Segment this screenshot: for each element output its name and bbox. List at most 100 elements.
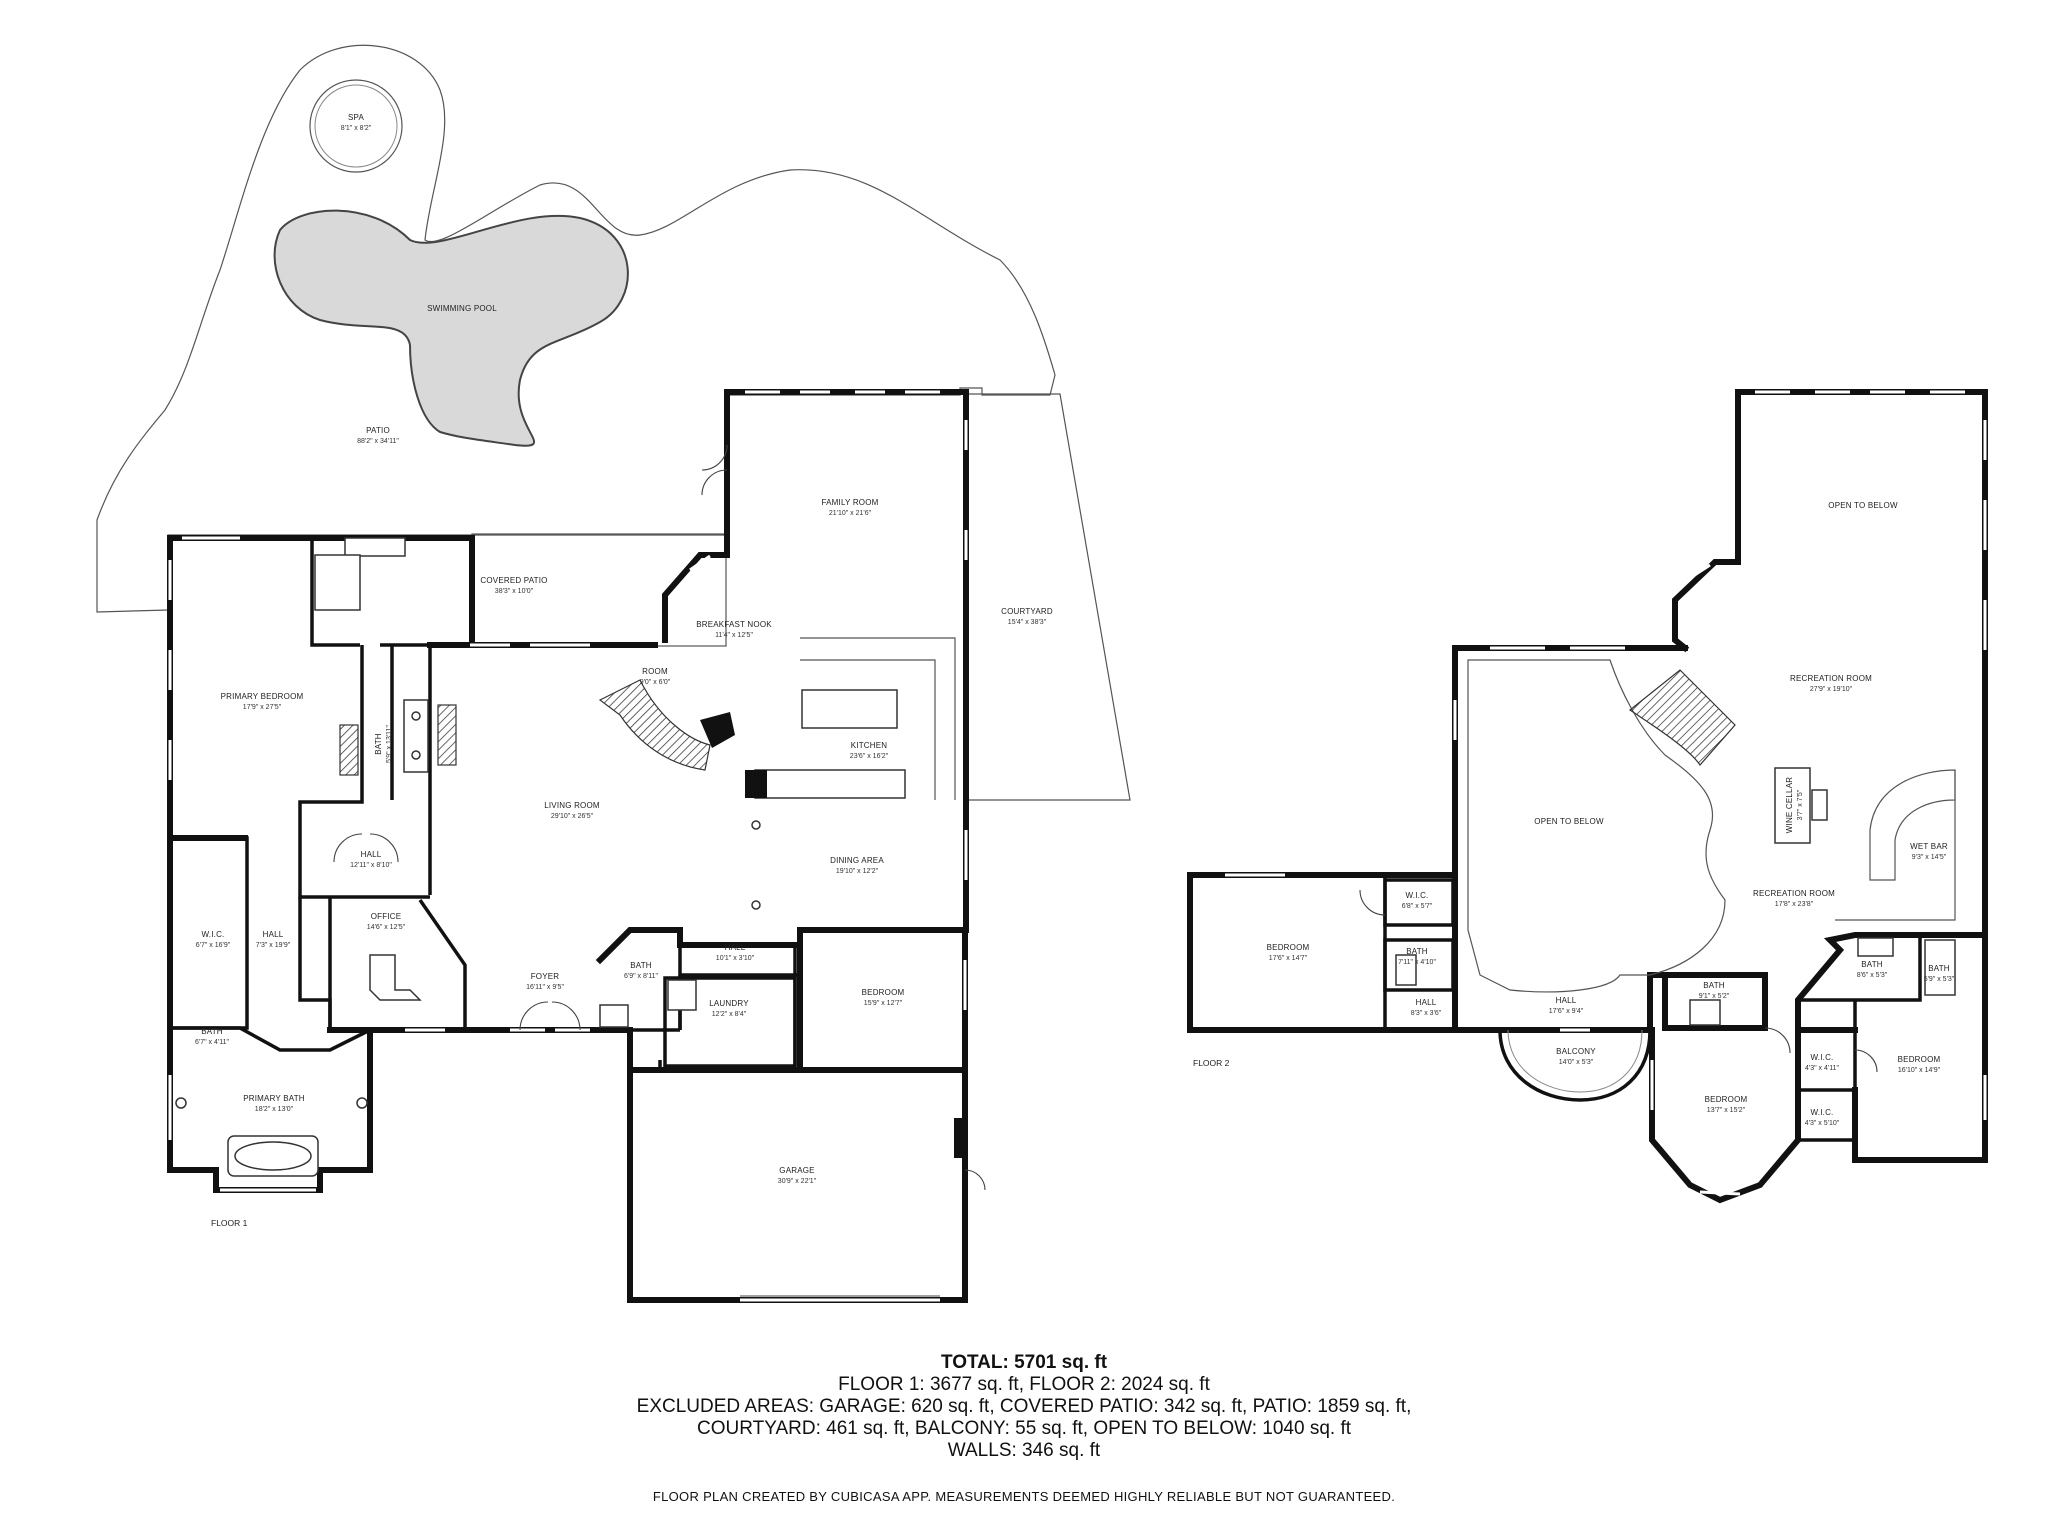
label-floor-1: FLOOR 1 xyxy=(211,1218,248,1228)
dim-balcony: 14'0" x 5'3" xyxy=(1559,1059,1594,1066)
floor1-fixtures xyxy=(175,444,986,1191)
dim-hall-3: 10'1" x 3'10" xyxy=(716,955,755,962)
label-room: ROOM xyxy=(642,667,668,676)
dim-bath-2: 6'9" x 8'11" xyxy=(624,973,658,980)
label-laundry: LAUNDRY xyxy=(709,999,749,1008)
label-hall-1: HALL xyxy=(361,850,382,859)
label-foyer: FOYER xyxy=(531,972,560,981)
disclaimer: FLOOR PLAN CREATED BY CUBICASA APP. MEAS… xyxy=(652,1489,1396,1504)
dim-room: 9'0" x 6'0" xyxy=(640,679,671,686)
label-hall-3: HALL xyxy=(725,943,746,952)
dim-hall-5: 17'6" x 9'4" xyxy=(1549,1008,1584,1015)
label-bath-2: BATH xyxy=(630,961,652,970)
label-garage: GARAGE xyxy=(779,1166,814,1175)
label-swimming-pool: SWIMMING POOL xyxy=(427,304,497,313)
label-primary-bedroom: PRIMARY BEDROOM xyxy=(221,692,304,701)
dim-wic-4: 4'3" x 5'10" xyxy=(1805,1120,1840,1127)
label-wet-bar: WET BAR xyxy=(1910,842,1948,851)
label-living-room: LIVING ROOM xyxy=(544,801,600,810)
dim-bath-1: 5'9" x 13'11" xyxy=(386,725,393,763)
label-floor-2: FLOOR 2 xyxy=(1193,1058,1230,1068)
dim-laundry: 12'2" x 8'4" xyxy=(712,1011,747,1018)
label-bedroom-1: BEDROOM xyxy=(862,988,905,997)
label-hall-2: HALL xyxy=(263,930,284,939)
dim-wic-1: 6'7" x 16'9" xyxy=(196,942,231,949)
dim-living-room: 29'10" x 26'5" xyxy=(551,813,594,820)
label-bath-3: BATH xyxy=(201,1027,223,1036)
dim-primary-bath: 18'2" x 13'0" xyxy=(255,1106,294,1113)
dim-hall-1: 12'11" x 8'10" xyxy=(350,862,392,869)
dim-office: 14'6" x 12'5" xyxy=(367,924,406,931)
dim-patio: 88'2" x 34'11" xyxy=(357,438,399,445)
label-primary-bath: PRIMARY BATH xyxy=(243,1094,305,1103)
outdoor-area xyxy=(96,44,1131,801)
dim-hall-4: 8'3" x 3'6" xyxy=(1411,1010,1442,1017)
floor-areas: FLOOR 1: 3677 sq. ft, FLOOR 2: 2024 sq. … xyxy=(838,1374,1210,1395)
label-open-to-below-2: OPEN TO BELOW xyxy=(1534,817,1604,826)
dim-covered-patio: 38'3" x 10'0" xyxy=(495,588,534,595)
dim-foyer: 16'11" x 9'5" xyxy=(526,984,564,991)
label-bath-4: BATH xyxy=(1406,947,1428,956)
label-hall-4: HALL xyxy=(1416,998,1437,1007)
walls-area: WALLS: 346 sq. ft xyxy=(947,1440,1101,1461)
area-summary: TOTAL: 5701 sq. ft FLOOR 1: 3677 sq. ft,… xyxy=(0,1352,2048,1462)
label-bath-7: BATH xyxy=(1703,981,1725,990)
label-bedroom-3: BEDROOM xyxy=(1898,1055,1941,1064)
label-office: OFFICE xyxy=(371,912,402,921)
dim-wic-3: 4'3" x 4'11" xyxy=(1805,1065,1839,1072)
label-open-to-below-1: OPEN TO BELOW xyxy=(1828,501,1898,510)
dim-bedroom-2: 17'6" x 14'7" xyxy=(1269,955,1308,962)
dim-wine-cellar: 3'7" x 7'5" xyxy=(1797,789,1804,820)
dim-bath-3: 6'7" x 4'11" xyxy=(195,1039,229,1046)
label-breakfast-nook: BREAKFAST NOOK xyxy=(696,620,772,629)
label-balcony: BALCONY xyxy=(1556,1047,1596,1056)
dim-wet-bar: 9'3" x 14'5" xyxy=(1912,854,1947,861)
courtyard-outline xyxy=(965,393,1131,801)
patio-boundary xyxy=(96,44,1056,613)
dim-wic-2: 6'8" x 5'7" xyxy=(1402,903,1433,910)
dim-family-room: 21'10" x 21'6" xyxy=(829,510,872,517)
label-kitchen: KITCHEN xyxy=(851,741,888,750)
dim-spa: 8'1" x 8'2" xyxy=(341,125,372,132)
excluded-areas-2: COURTYARD: 461 sq. ft, BALCONY: 55 sq. f… xyxy=(697,1418,1351,1439)
label-bath-1: BATH xyxy=(374,733,383,755)
label-bedroom-4: BEDROOM xyxy=(1705,1095,1748,1104)
spa-outline xyxy=(309,79,403,173)
label-family-room: FAMILY ROOM xyxy=(821,498,878,507)
label-dining-area: DINING AREA xyxy=(830,856,884,865)
label-wine-cellar: WINE CELLAR xyxy=(1785,777,1794,833)
dim-bedroom-1: 15'9" x 12'7" xyxy=(864,1000,903,1007)
dim-kitchen: 23'6" x 16'2" xyxy=(850,753,889,760)
dim-primary-bedroom: 17'9" x 27'5" xyxy=(243,704,282,711)
dim-courtyard: 15'4" x 38'3" xyxy=(1008,619,1047,626)
excluded-areas-1: EXCLUDED AREAS: GARAGE: 620 sq. ft, COVE… xyxy=(636,1396,1412,1417)
label-bath-6: BATH xyxy=(1928,964,1950,973)
dim-breakfast-nook: 11'4" x 12'5" xyxy=(715,632,753,639)
label-covered-patio: COVERED PATIO xyxy=(480,576,547,585)
label-wic-1: W.I.C. xyxy=(202,930,225,939)
total-area: TOTAL: 5701 sq. ft xyxy=(940,1352,1108,1373)
swimming-pool xyxy=(273,209,629,447)
floor2-walls xyxy=(1187,389,1988,1204)
label-wic-3: W.I.C. xyxy=(1811,1053,1834,1062)
dim-bath-4: 7'11" x 4'10" xyxy=(1398,959,1436,966)
dim-dining-area: 19'10" x 12'2" xyxy=(836,868,879,875)
label-patio: PATIO xyxy=(366,426,390,435)
dim-garage: 30'9" x 22'1" xyxy=(778,1178,817,1185)
label-recreation-room-2: RECREATION ROOM xyxy=(1753,889,1835,898)
dim-bedroom-4: 13'7" x 15'2" xyxy=(1707,1107,1746,1114)
dim-bath-6: 5'9" x 5'3" xyxy=(1924,976,1955,983)
floor1-walls xyxy=(167,389,969,1303)
label-hall-5: HALL xyxy=(1556,996,1577,1005)
label-bath-5: BATH xyxy=(1861,960,1883,969)
dim-hall-2: 7'3" x 19'9" xyxy=(256,942,291,949)
dim-bedroom-3: 16'10" x 14'9" xyxy=(1898,1067,1941,1074)
dim-recreation-room-2: 17'8" x 23'8" xyxy=(1775,901,1814,908)
room-labels: SPA 8'1" x 8'2" SWIMMING POOL PATIO 88'2… xyxy=(195,113,1955,1228)
label-recreation-room-1: RECREATION ROOM xyxy=(1790,674,1872,683)
dim-bath-5: 8'6" x 5'3" xyxy=(1857,972,1888,979)
floor2-fixtures xyxy=(1359,659,1956,1102)
label-wic-4: W.I.C. xyxy=(1811,1108,1834,1117)
dim-bath-7: 9'1" x 5'2" xyxy=(1699,993,1730,1000)
label-bedroom-2: BEDROOM xyxy=(1267,943,1310,952)
